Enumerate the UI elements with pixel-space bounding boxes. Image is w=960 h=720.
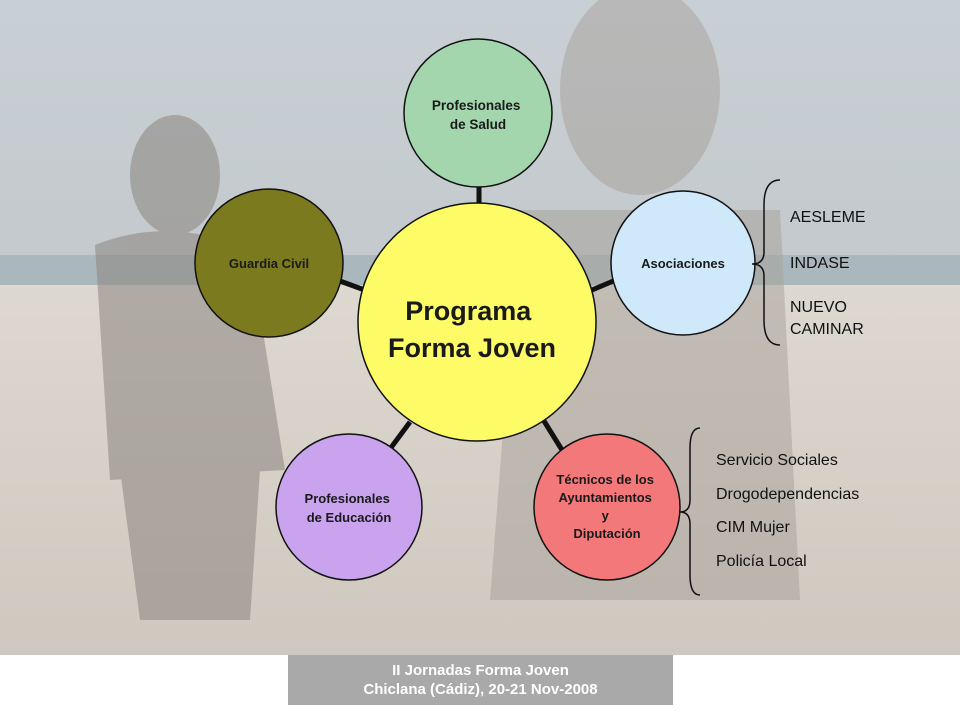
tecnicos-brace xyxy=(679,427,701,596)
svg-text:Técnicos de los Ayunta: Técnicos de los Ayuntamientos y Diputaci… xyxy=(556,472,657,541)
node-educacion-label-1: Profesionales xyxy=(305,491,390,506)
node-salud-circle xyxy=(403,38,553,188)
node-guardia: Guardia Civil xyxy=(194,188,344,338)
tecnicos-list-item-3: CIM Mujer xyxy=(716,519,790,536)
svg-text:Programa Forma Joven: Programa Forma Joven xyxy=(388,296,556,363)
svg-text:Profesionales de Educa: Profesionales de Educación xyxy=(305,491,394,525)
node-guardia-circle xyxy=(194,188,344,338)
svg-text:NUEVO CAMINAR: NUEVO CAMINAR xyxy=(790,299,864,338)
footer-line-1: II Jornadas Forma Joven xyxy=(392,662,569,679)
asociaciones-list-item-2: INDASE xyxy=(790,255,850,272)
node-educacion-circle xyxy=(275,433,423,581)
node-tecnicos-label-3: y xyxy=(602,508,610,523)
node-guardia-label: Guardia Civil xyxy=(229,256,309,271)
asociaciones-list-item-3-line-1: NUEVO xyxy=(790,299,847,316)
node-tecnicos-circle xyxy=(533,433,681,581)
connector-educacion xyxy=(387,420,413,451)
node-asociaciones-circle xyxy=(610,190,756,336)
asociaciones-list-item-3-line-2: CAMINAR xyxy=(790,321,864,338)
node-tecnicos-label-2: Ayuntamientos xyxy=(558,490,651,505)
node-salud: Profesionales de Salud xyxy=(403,38,553,188)
node-educacion-label-2: de Educación xyxy=(307,510,392,525)
center-title-2: Forma Joven xyxy=(388,333,556,363)
node-asociaciones: Asociaciones xyxy=(610,190,756,336)
tecnicos-list-item-2: Drogodependencias xyxy=(716,486,859,503)
node-educacion: Profesionales de Educación xyxy=(275,433,423,581)
runner-man-silhouette xyxy=(95,115,285,620)
connector-tecnicos xyxy=(541,419,565,452)
center-node-circle xyxy=(357,202,597,442)
node-tecnicos: Técnicos de los Ayuntamientos y Diputaci… xyxy=(533,433,681,581)
svg-text:Profesionales de Salud: Profesionales de Salud xyxy=(432,98,524,132)
tecnicos-list-item-4: Policía Local xyxy=(716,553,807,570)
footer-line-2: Chiclana (Cádiz), 20-21 Nov-2008 xyxy=(363,681,598,698)
node-salud-label-1: Profesionales xyxy=(432,98,521,113)
asociaciones-list-item-1: AESLEME xyxy=(790,209,866,226)
center-node: Programa Forma Joven xyxy=(357,202,597,442)
node-salud-label-2: de Salud xyxy=(450,117,506,132)
center-title-1: Programa xyxy=(405,296,532,326)
tecnicos-list-item-1: Servicio Sociales xyxy=(716,452,838,469)
node-tecnicos-label-1: Técnicos de los xyxy=(556,472,654,487)
asociaciones-brace xyxy=(751,179,781,346)
node-tecnicos-label-4: Diputación xyxy=(573,526,640,541)
node-asociaciones-label: Asociaciones xyxy=(641,256,725,271)
footer-banner: II Jornadas Forma Joven Chiclana (Cádiz)… xyxy=(288,655,673,705)
